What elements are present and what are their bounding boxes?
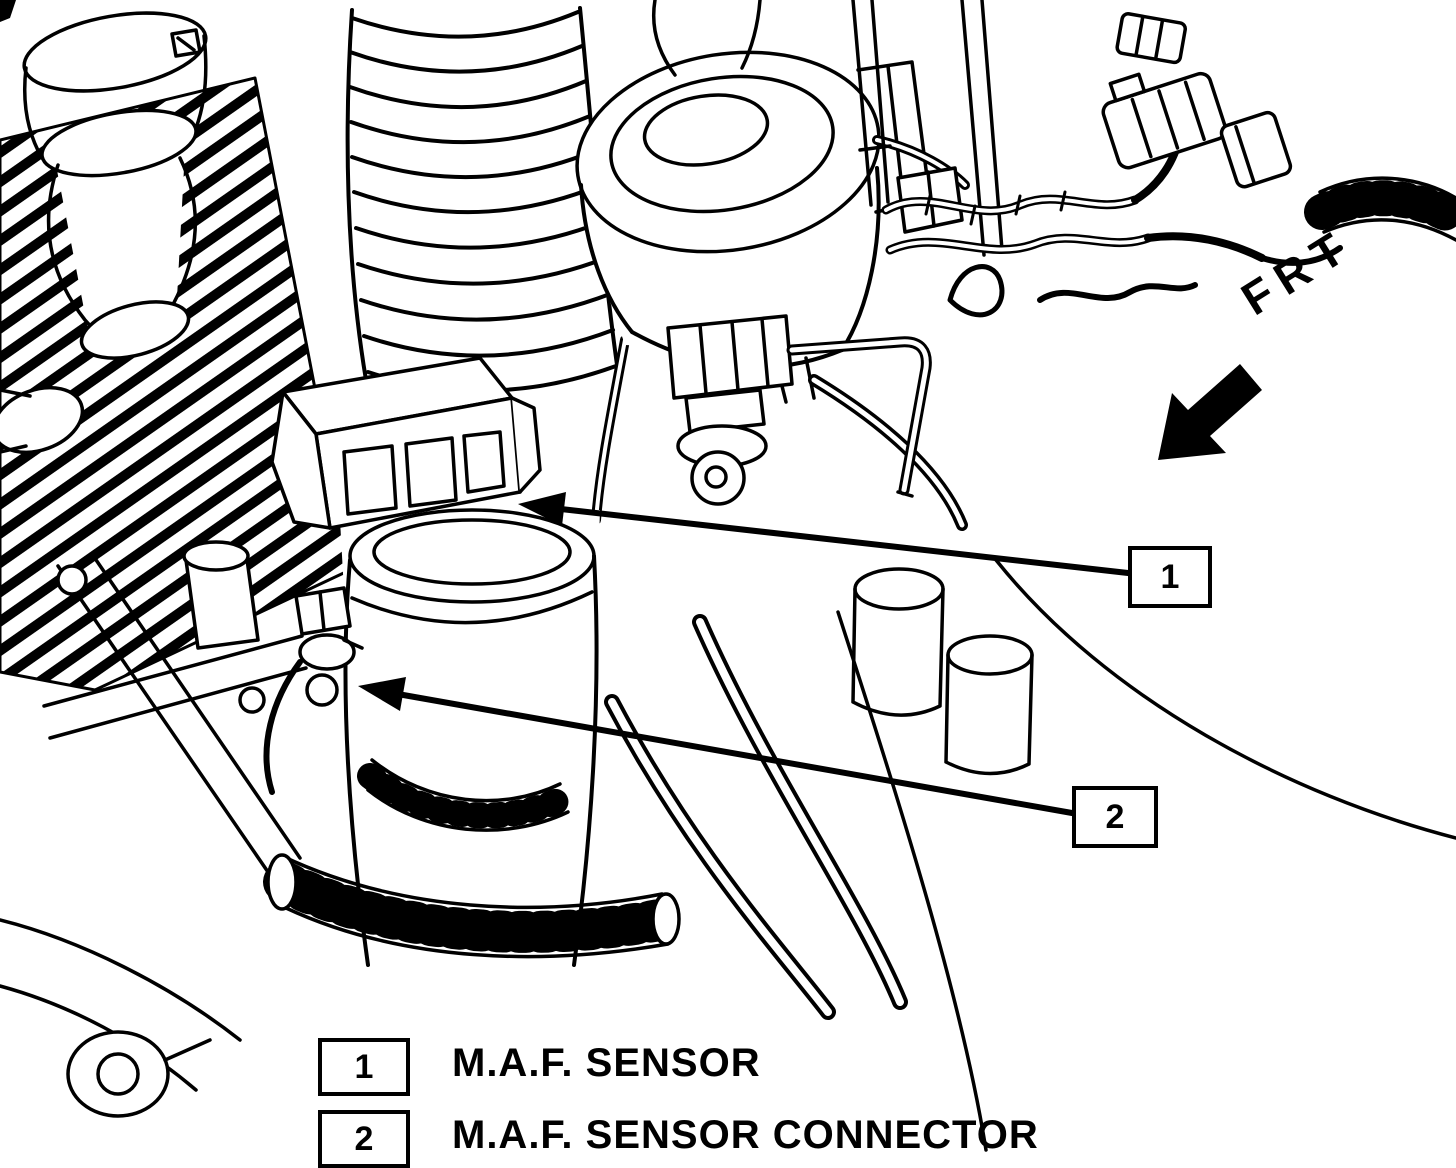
breather-cap: [22, 11, 208, 360]
ribbed-hose-right: [1304, 176, 1456, 242]
callout-1-arrow: [518, 492, 1131, 576]
callout-2-number: 2: [1105, 798, 1125, 836]
callout-1-box: 1: [1128, 546, 1212, 608]
vacuum-valve: [666, 314, 932, 506]
vacuum-canister: [575, 0, 970, 531]
callout-1-number: 1: [1160, 558, 1180, 596]
left-edge-fitting: [0, 385, 85, 455]
lower-hoses: [263, 614, 908, 1020]
maf-sensor-drawing: [270, 356, 542, 530]
left-bracket: [42, 540, 308, 874]
callout-2-box: 2: [1072, 786, 1158, 848]
harness-connectors: [1101, 12, 1293, 189]
frt-arrow-icon: [1158, 364, 1262, 460]
wiring-harness: [881, 131, 1343, 318]
mid-right-parts: [836, 558, 1456, 1152]
callout-2-arrow: [358, 677, 1075, 816]
intake-pipe: [340, 508, 600, 967]
bottom-left-part: [0, 918, 242, 1118]
maf-connector-drawing: [263, 586, 364, 795]
corner-mark: [0, 0, 16, 22]
